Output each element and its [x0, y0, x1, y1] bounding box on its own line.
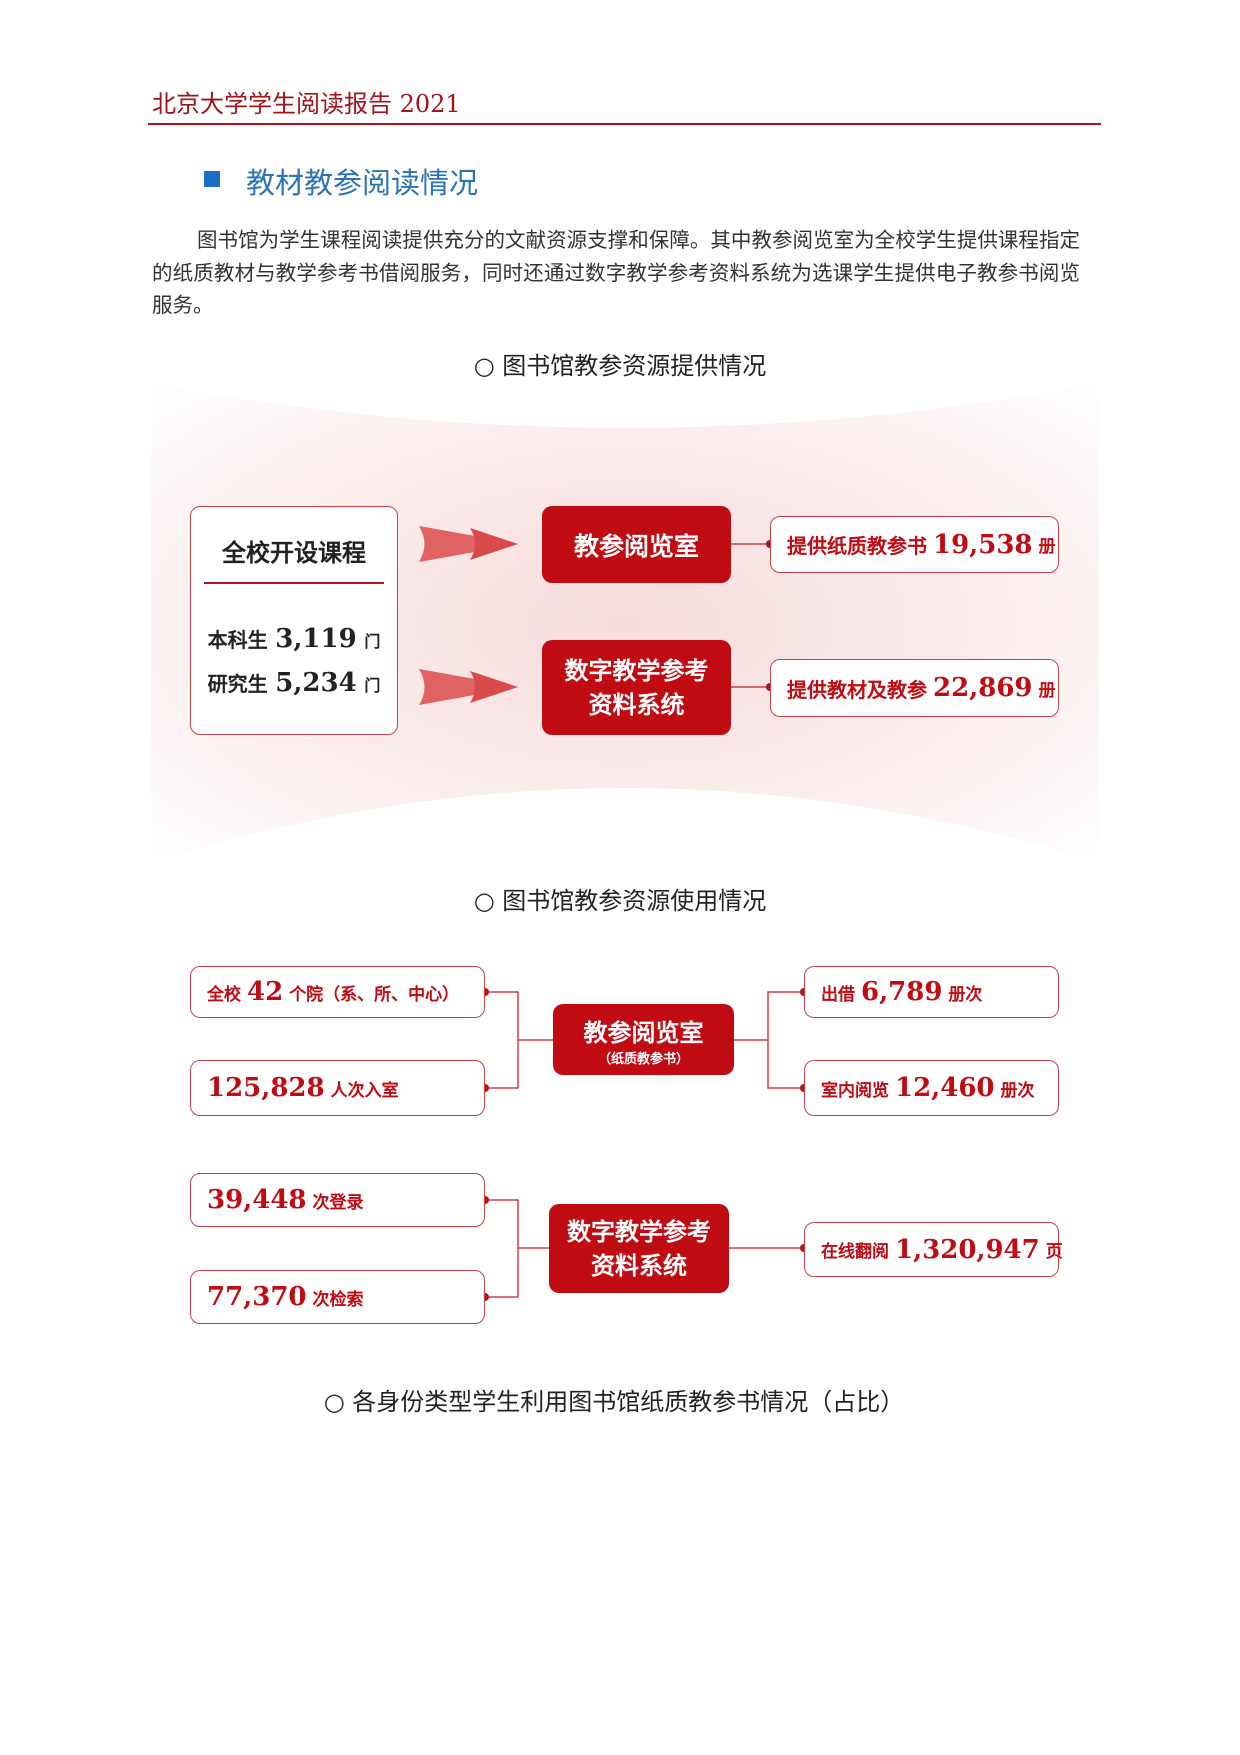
usage-digital-system-box: 数字教学参考资料系统 — [549, 1204, 729, 1293]
courses-divider — [204, 582, 384, 584]
intro-paragraph: 图书馆为学生课程阅读提供充分的文献资源支撑和保障。其中教参阅览室为全校学生提供课… — [152, 228, 1080, 317]
supply-subtitle: ○ 图书馆教参资源提供情况 — [473, 352, 767, 380]
share-subtitle: ○ 各身份类型学生利用图书馆纸质教参书情况（占比） — [323, 1388, 905, 1416]
courses-box: 全校开设课程 本科生 3,119 门 研究生 5,234 门 — [190, 506, 398, 735]
report-header: 北京大学学生阅读报告 2021 — [152, 90, 461, 118]
section-title: 教材教参阅读情况 — [246, 166, 479, 200]
section-square-icon — [204, 171, 220, 187]
arrow-icon — [419, 526, 518, 562]
header-divider — [148, 123, 1101, 125]
arrow-icon — [419, 669, 518, 705]
digital-system-box: 数字教学参考资料系统 — [542, 640, 731, 735]
grad-courses: 研究生 5,234 门 — [207, 667, 381, 698]
usage-reading-room-box: 教参阅览室（纸质教参书） — [553, 1004, 734, 1075]
usage-subtitle: ○ 图书馆教参资源使用情况 — [473, 887, 767, 915]
courses-title: 全校开设课程 — [222, 538, 366, 567]
undergrad-courses: 本科生 3,119 门 — [207, 623, 381, 654]
reading-room-box: 教参阅览室 — [542, 506, 731, 583]
